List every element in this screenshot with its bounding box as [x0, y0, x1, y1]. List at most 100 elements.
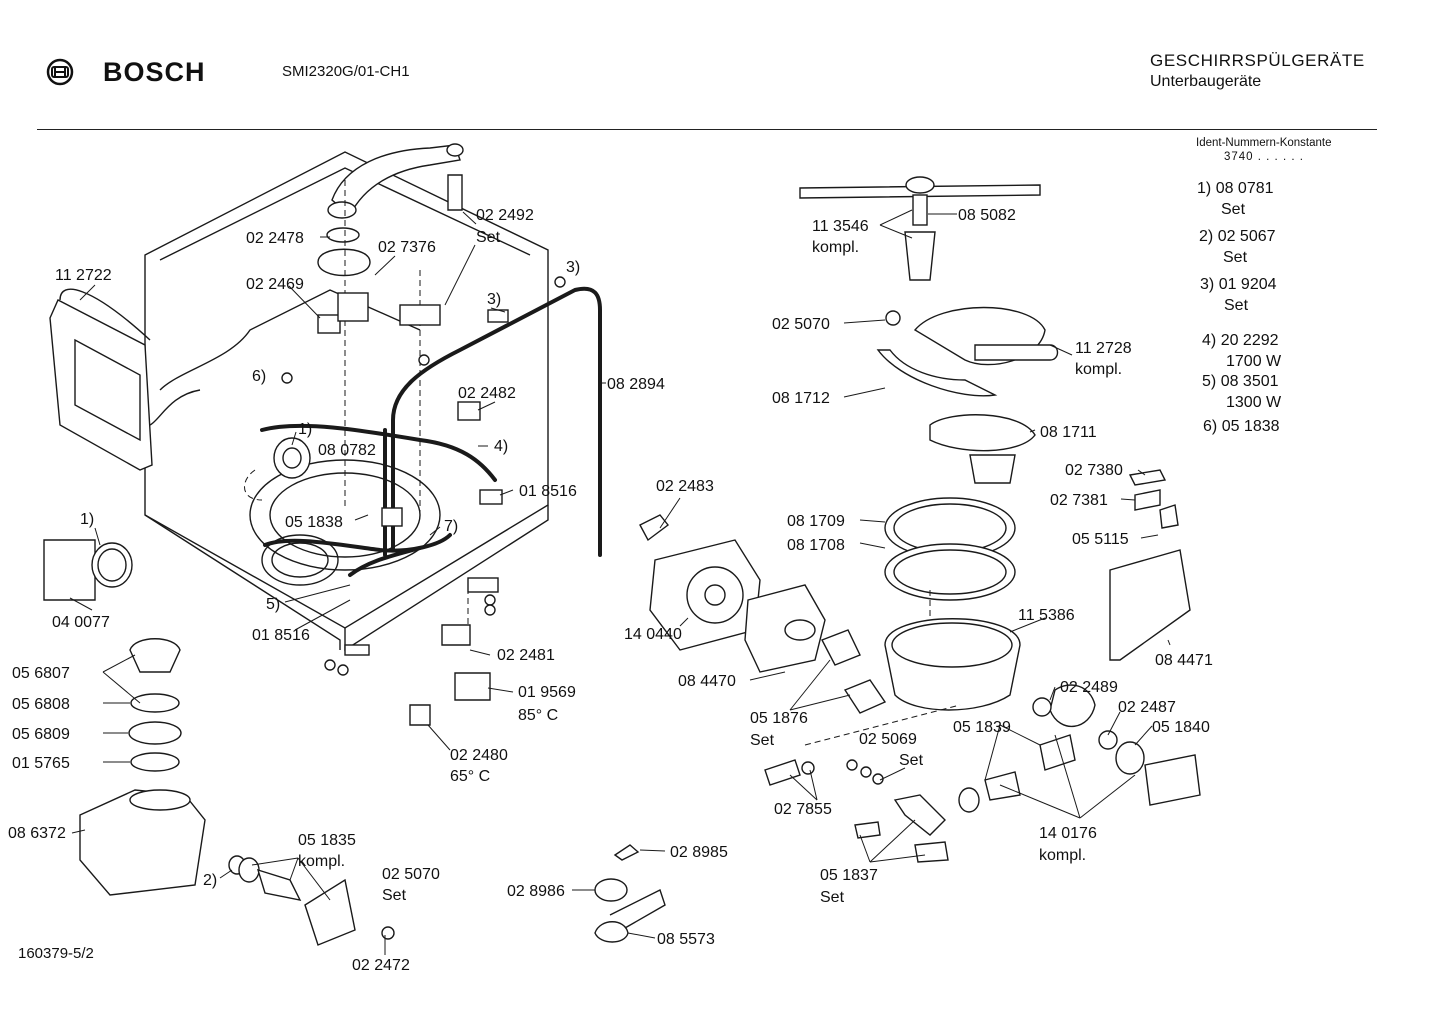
callout-025070-bottom: 02 5070 [382, 866, 440, 883]
callout-051876: 05 1876 [750, 710, 808, 727]
callout-022472: 02 2472 [352, 957, 410, 974]
parts-drawing [639, 176, 1201, 863]
legend-key: 4) [1202, 332, 1217, 349]
callout-081711: 08 1711 [1040, 424, 1097, 441]
callout-022487: 02 2487 [1118, 699, 1176, 716]
callout-085573: 08 5573 [657, 931, 715, 948]
callout-051876-set: Set [750, 732, 775, 749]
callout-labels: 02 2492 Set 02 2478 02 7376 11 2722 02 2… [8, 207, 1213, 974]
callout-082894: 08 2894 [607, 376, 665, 393]
legend-key: 1) [1197, 180, 1212, 197]
callout-051837: 05 1837 [820, 867, 878, 884]
callout-1-tub: 1) [298, 421, 312, 438]
callout-028986: 02 8986 [507, 883, 565, 900]
callout-056809: 05 6809 [12, 726, 70, 743]
callout-051835: 05 1835 [298, 832, 356, 849]
callout-022492: 02 2492 [476, 207, 534, 224]
callout-022469: 02 2469 [246, 276, 304, 293]
callout-022478: 02 2478 [246, 230, 304, 247]
legend-sub: Set [1224, 297, 1249, 314]
callout-025069-set: Set [899, 752, 924, 769]
category-subtitle: Unterbaugeräte [1150, 73, 1262, 90]
legend-sub: 1300 W [1226, 394, 1282, 411]
callout-051838: 05 1838 [285, 514, 343, 531]
callout-085082: 08 5082 [958, 207, 1016, 224]
drawing-number: 160379-5/2 [18, 945, 94, 962]
legend-key: 5) [1202, 373, 1217, 390]
callout-027855: 02 7855 [774, 801, 832, 818]
legend-item: 1) 08 0781 Set [1197, 178, 1274, 220]
leader-lines [69, 209, 1171, 955]
callout-022481: 02 2481 [497, 647, 555, 664]
callout-084470: 08 4470 [678, 673, 736, 690]
legend-sub: Set [1221, 201, 1246, 218]
callout-3-top: 3) [566, 259, 580, 276]
legend-part: 20 2292 [1220, 332, 1279, 349]
legend-sub: 1700 W [1226, 353, 1282, 370]
callout-015765: 01 5765 [12, 755, 70, 772]
callout-084471: 08 4471 [1155, 652, 1213, 669]
legend-key: 6) [1203, 418, 1218, 435]
callout-025070-top: 02 5070 [772, 316, 830, 333]
callout-081712: 08 1712 [772, 390, 830, 407]
callout-081709: 08 1709 [787, 513, 845, 530]
ident-number-block: Ident-Nummern-Konstante 3740 . . . . . . [1196, 136, 1332, 164]
callout-113546-kompl: kompl. [812, 239, 859, 256]
callout-85c: 85° C [518, 707, 558, 724]
callout-7: 7) [444, 518, 458, 535]
callout-6: 6) [252, 368, 266, 385]
callout-051835-kompl: kompl. [298, 853, 345, 870]
brand-name: BOSCH [103, 57, 206, 87]
model-number: SMI2320G/01-CH1 [282, 63, 410, 80]
callout-022483: 02 2483 [656, 478, 714, 495]
callout-025070-bottom-set: Set [382, 887, 407, 904]
callout-051839: 05 1839 [953, 719, 1011, 736]
legend-part: 08 3501 [1220, 373, 1279, 390]
callout-056808: 05 6808 [12, 696, 70, 713]
category-title: GESCHIRRSPÜLGERÄTE [1150, 51, 1365, 70]
callout-056807: 05 6807 [12, 665, 70, 682]
callout-1-left: 1) [80, 511, 94, 528]
tub-drawing [43, 143, 666, 946]
ident-value: 3740 . . . . . . [1224, 151, 1304, 163]
ident-label: Ident-Nummern-Konstante [1196, 137, 1332, 149]
callout-2: 2) [203, 872, 217, 889]
callout-051837-set: Set [820, 889, 845, 906]
legend-part: 08 0781 [1215, 180, 1274, 197]
callout-115386: 11 5386 [1018, 607, 1075, 624]
callout-140176: 14 0176 [1039, 825, 1097, 842]
callout-040077: 04 0077 [52, 614, 110, 631]
callout-027380: 02 7380 [1065, 462, 1123, 479]
callout-4: 4) [494, 438, 508, 455]
callout-086372: 08 6372 [8, 825, 66, 842]
legend-item: 6) 05 1838 [1203, 416, 1280, 437]
legend-part: 02 5067 [1217, 228, 1276, 245]
legend-key: 2) [1199, 228, 1214, 245]
callout-081708: 08 1708 [787, 537, 845, 554]
callout-027376: 02 7376 [378, 239, 436, 256]
callout-028985: 02 8985 [670, 844, 728, 861]
bosch-logo-icon [46, 58, 74, 91]
legend-item: 2) 02 5067 Set [1199, 226, 1276, 268]
callout-018516-left: 01 8516 [252, 627, 310, 644]
legend-part: 01 9204 [1218, 276, 1277, 293]
callout-022482: 02 2482 [458, 385, 516, 402]
callout-022480: 02 2480 [450, 747, 508, 764]
callout-019569: 01 9569 [518, 684, 576, 701]
legend-key: 3) [1200, 276, 1215, 293]
callout-5: 5) [266, 596, 280, 613]
callout-022492-set: Set [476, 229, 501, 246]
callout-022489: 02 2489 [1060, 679, 1118, 696]
callout-3-mid: 3) [487, 291, 501, 308]
legend-item: 3) 01 9204 Set [1200, 274, 1277, 316]
callout-055115: 05 5115 [1072, 531, 1129, 548]
callout-051840: 05 1840 [1152, 719, 1210, 736]
callout-025069: 02 5069 [859, 731, 917, 748]
callout-018516-right: 01 8516 [519, 483, 577, 500]
header-divider [37, 129, 1377, 130]
callout-027381: 02 7381 [1050, 492, 1108, 509]
callout-140440: 14 0440 [624, 626, 682, 643]
callout-65c: 65° C [450, 768, 490, 785]
callout-112728: 11 2728 [1075, 340, 1132, 357]
